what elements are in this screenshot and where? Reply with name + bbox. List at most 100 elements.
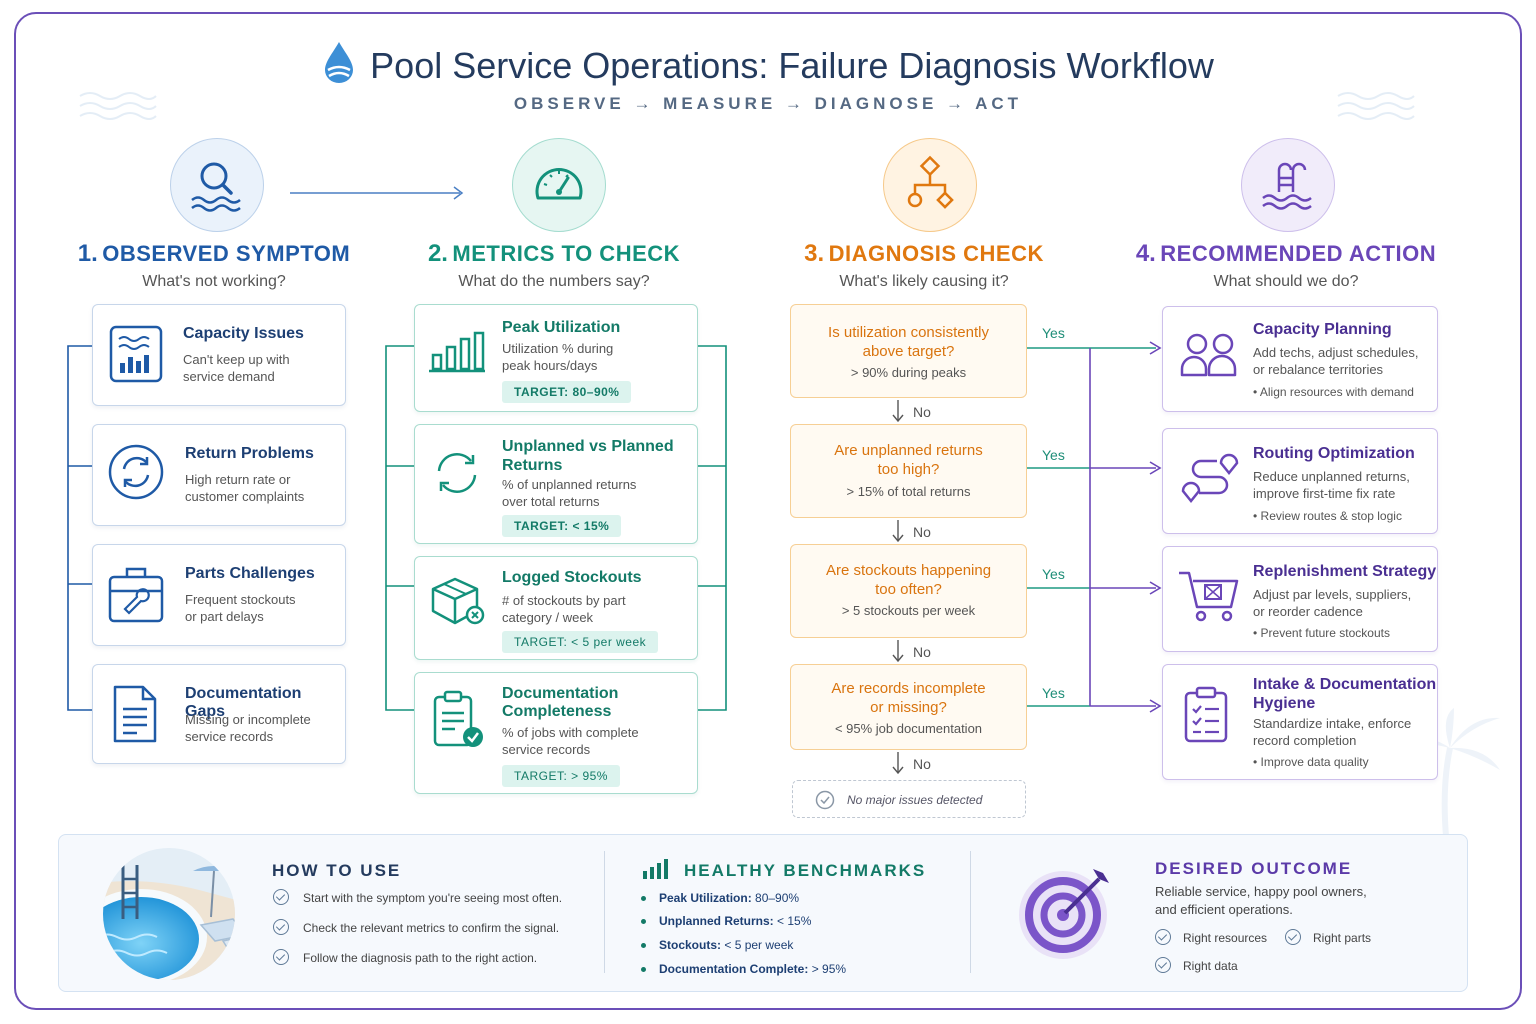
act-icon-circle: [1241, 138, 1335, 232]
gauge-icon: [535, 167, 583, 200]
check-circle-icon: [815, 790, 835, 810]
check-icon: [273, 919, 289, 935]
bottom-info-panel: HOW TO USE Start with the symptom you're…: [58, 834, 1468, 992]
benchmark-item: Documentation Complete: > 95%: [659, 962, 847, 976]
action-desc: Add techs, adjust schedules,or rebalance…: [1253, 345, 1419, 377]
outcome-check: Right data: [1183, 959, 1238, 973]
divider: [970, 851, 971, 973]
no-label: No: [913, 524, 931, 540]
chart-icon: [109, 325, 163, 383]
measure-icon-circle: [512, 138, 606, 232]
symptom-title: Parts Challenges: [185, 565, 315, 582]
toolbox-icon: [108, 567, 164, 623]
diagnosis-threshold: > 90% during peaks: [850, 365, 967, 380]
benchmark-item: Unplanned Returns: < 15%: [659, 914, 812, 928]
action-card-replenishment[interactable]: Replenishment Strategy Adjust par levels…: [1162, 546, 1438, 652]
diagnosis-threshold: > 15% of total returns: [846, 484, 971, 499]
symptom-card-documentation[interactable]: Documentation Gaps Missing or incomplete…: [92, 664, 346, 764]
bar-chart-icon: [643, 859, 668, 879]
metric-target-badge: TARGET: > 95%: [502, 765, 620, 787]
symptom-title: Documentation Gaps: [185, 685, 302, 720]
observe-icon-circle: [170, 138, 264, 232]
bullet-dot: [641, 896, 646, 901]
action-desc: Reduce unplanned returns,improve first-t…: [1253, 469, 1410, 501]
action-bullet: • Prevent future stockouts: [1253, 626, 1390, 640]
benchmark-item: Peak Utilization: 80–90%: [659, 891, 800, 905]
no-label: No: [913, 756, 931, 772]
how-to-step: Check the relevant metrics to confirm th…: [303, 921, 560, 935]
metric-title: Peak Utilization: [502, 319, 621, 336]
route-pin-icon: [1181, 453, 1239, 503]
clipboard-check-icon: [433, 690, 483, 747]
metric-target-badge: TARGET: < 15%: [502, 515, 622, 537]
column-header-metrics: 2. METRICS TO CHECK: [427, 240, 681, 267]
check-icon: [1285, 929, 1301, 945]
cart-icon: [1179, 571, 1239, 622]
bar-chart-icon: [429, 331, 485, 373]
action-title: Replenishment Strategy: [1253, 563, 1437, 580]
action-card-capacity[interactable]: Capacity Planning Add techs, adjust sche…: [1162, 306, 1438, 412]
no-issues-text: No major issues detected: [847, 793, 983, 807]
diagnose-icon-circle: [883, 138, 977, 232]
action-title: Capacity Planning: [1253, 321, 1392, 338]
metric-target-badge: TARGET: 80–90%: [502, 381, 632, 403]
outcome-desc: Reliable service, happy pool owners,and …: [1155, 884, 1367, 917]
column-header-diagnosis: 3. DIAGNOSIS CHECK: [804, 240, 1044, 267]
how-to-step: Follow the diagnosis path to the right a…: [303, 951, 538, 965]
box-alert-icon: [431, 577, 485, 625]
search-wave-icon: [191, 162, 241, 212]
document-icon: [113, 685, 157, 743]
wave-decoration-left: [79, 92, 157, 120]
bullet-dot: [641, 943, 646, 948]
check-icon: [273, 889, 289, 905]
people-icon: [1180, 333, 1237, 377]
yes-label: Yes: [1042, 325, 1065, 341]
no-label: No: [913, 404, 931, 420]
action-card-routing[interactable]: Routing Optimization Reduce unplanned re…: [1162, 428, 1438, 534]
water-drop-icon: [325, 42, 354, 83]
column-question-metrics: What do the numbers say?: [458, 273, 650, 290]
yes-label: Yes: [1042, 566, 1065, 582]
action-bullet: • Align resources with demand: [1253, 385, 1414, 399]
yes-label: Yes: [1042, 447, 1065, 463]
action-bullet: • Review routes & stop logic: [1253, 509, 1402, 523]
target-icon: [1019, 869, 1109, 959]
check-icon: [1155, 957, 1171, 973]
bullet-dot: [641, 967, 646, 972]
diagnosis-threshold: < 95% job documentation: [834, 721, 983, 736]
column-question-action: What should we do?: [1213, 273, 1359, 290]
action-desc: Adjust par levels, suppliers,or reorder …: [1253, 587, 1412, 619]
pool-illustration: [103, 848, 235, 980]
check-icon: [1155, 929, 1171, 945]
bullet-dot: [641, 919, 646, 924]
divider: [604, 851, 605, 973]
diagnosis-threshold: > 5 stockouts per week: [841, 603, 976, 618]
wave-decoration-right: [1337, 92, 1415, 120]
